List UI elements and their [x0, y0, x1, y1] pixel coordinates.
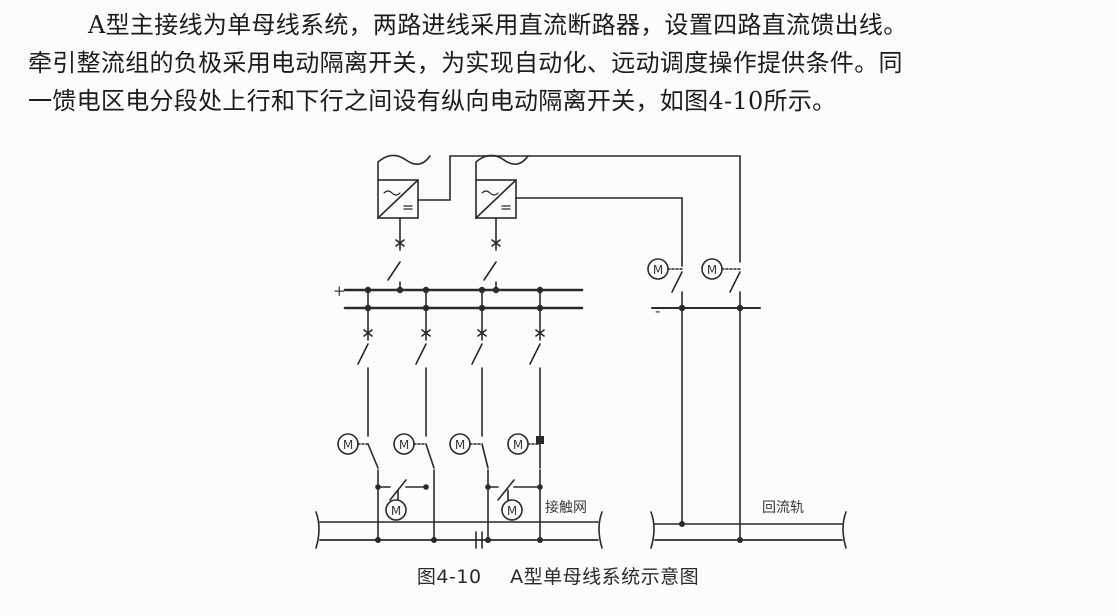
- feeder-2: [415, 289, 435, 541]
- contact-wire-label: 接触网: [545, 499, 587, 516]
- feeder-1: [357, 289, 379, 541]
- figure-caption: 图4-10 A型单母线系统示意图: [0, 562, 1116, 589]
- paragraph-line-2: 牵引整流组的负极采用电动隔离开关，为实现自动化、远动调度操作提供条件。同: [28, 49, 903, 77]
- ac-supply-2: [475, 154, 529, 181]
- paragraph-line-3: 一馈电区电分段处上行和下行之间设有纵向电动隔离开关，如图4-10所示。: [28, 87, 837, 115]
- svg-text:M: M: [455, 438, 465, 452]
- svg-text:M: M: [343, 438, 353, 452]
- feeder-3: [471, 289, 489, 541]
- motor-icon: [501, 499, 523, 521]
- svg-text:M: M: [391, 504, 401, 518]
- paragraph-line-1: A型主接线为单母线系统，两路进线采用直流断路器，设置四路直流馈出线。: [88, 11, 908, 39]
- junction-dots: [364, 286, 744, 543]
- incoming-breaker-1: [387, 261, 401, 281]
- svg-text:M: M: [399, 438, 409, 452]
- body-paragraph: A型主接线为单母线系统，两路进线采用直流断路器，设置四路直流馈出线。 牵引整流组…: [28, 6, 1098, 120]
- return-rail-label: 回流轨: [762, 500, 804, 516]
- motor-icon: [385, 499, 407, 521]
- negative-lead-2: [515, 197, 683, 263]
- negative-sign: -: [655, 302, 660, 320]
- svg-text:M: M: [513, 438, 523, 452]
- svg-text:M: M: [507, 504, 517, 518]
- svg-text:M: M: [707, 263, 717, 277]
- feeder-4: [529, 289, 545, 541]
- svg-text:M: M: [653, 263, 663, 277]
- negative-lead-1: [417, 155, 741, 263]
- ac-supply-1: [377, 154, 431, 181]
- figure-number: 图4-10: [416, 566, 482, 588]
- figure-title: A型单母线系统示意图: [510, 566, 700, 588]
- incoming-breaker-2: [483, 261, 497, 281]
- positive-sign: +: [333, 282, 346, 300]
